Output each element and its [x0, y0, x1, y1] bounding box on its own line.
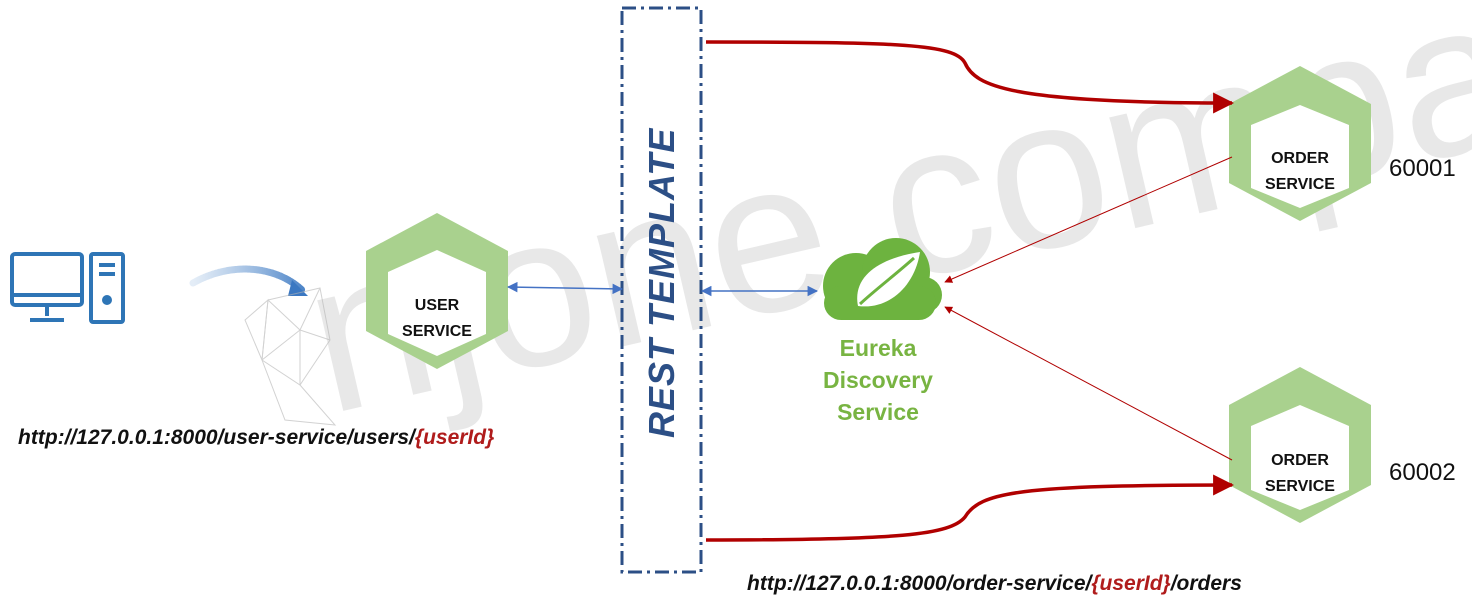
- spring-leaf-cloud-icon: [823, 238, 942, 320]
- order-url-param: {userId}: [1091, 572, 1171, 595]
- order-service-2-port: 60002: [1389, 459, 1456, 486]
- rest-to-order-service-2-arrow: [705, 474, 1235, 542]
- request-swoosh-arrow: [189, 265, 308, 296]
- user-service-label-line1: USER: [414, 297, 460, 314]
- order-service-2-label: ORDER SERVICE: [1250, 448, 1350, 500]
- order-service-url: http://127.0.0.1:8000/order-service/{use…: [747, 572, 1242, 596]
- order-service-1-label: ORDER SERVICE: [1250, 146, 1350, 198]
- rest-template-label: REST TEMPLATE: [641, 127, 682, 438]
- order-url-prefix: http://127.0.0.1:8000/order-service/: [747, 572, 1092, 595]
- eureka-label-line3: Service: [837, 399, 919, 425]
- order-service-1-port: 60001: [1389, 155, 1456, 182]
- order-service-1-label-line1: ORDER: [1271, 150, 1329, 167]
- lowpoly-decoration: [244, 287, 337, 426]
- order-service-2-register-arrow: [944, 306, 1233, 461]
- order-service-1-register-arrow: [944, 156, 1233, 283]
- order-service-1-node: [1229, 66, 1371, 221]
- user-url-prefix: http://127.0.0.1:8000/user-service/users…: [18, 426, 415, 449]
- eureka-label-line2: Discovery: [823, 367, 933, 393]
- order-service-2-label-line2: SERVICE: [1265, 478, 1335, 495]
- user-service-label: USER SERVICE: [387, 293, 487, 345]
- order-service-1-label-line2: SERVICE: [1265, 176, 1335, 193]
- user-to-rest-arrow: [506, 281, 624, 295]
- order-url-suffix: /orders: [1170, 572, 1242, 595]
- desktop-computer-icon: [10, 252, 125, 324]
- user-service-url: http://127.0.0.1:8000/user-service/users…: [18, 426, 494, 450]
- eureka-discovery-label: Eureka Discovery Service: [790, 332, 966, 428]
- order-service-2-label-line1: ORDER: [1271, 452, 1329, 469]
- user-service-label-line2: SERVICE: [402, 323, 472, 340]
- order-service-2-node: [1229, 367, 1371, 523]
- rest-to-order-service-1-arrow: [705, 40, 1235, 114]
- eureka-label-line1: Eureka: [839, 335, 917, 361]
- user-service-node: [366, 213, 508, 369]
- user-url-param: {userId}: [414, 426, 495, 449]
